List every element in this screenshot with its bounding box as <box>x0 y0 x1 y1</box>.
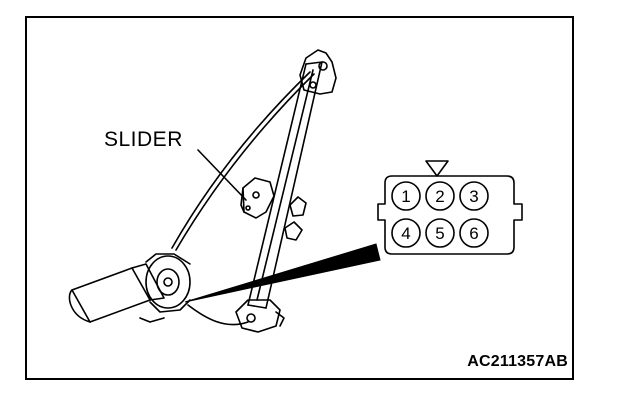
pin-6: 6 <box>469 224 478 243</box>
pin-3: 3 <box>469 187 478 206</box>
regulator-rail <box>247 61 323 309</box>
figure-code: AC211357AB <box>467 353 568 370</box>
regulator-motor <box>68 253 191 323</box>
slider-part <box>240 177 275 219</box>
cable-upper <box>171 71 311 249</box>
slider-leader-line <box>197 149 247 201</box>
pin-4: 4 <box>401 224 410 243</box>
cable-lower <box>187 304 249 326</box>
connector-outline <box>377 160 523 255</box>
bottom-bracket <box>235 299 285 333</box>
rail-clips <box>284 196 307 241</box>
pin-2: 2 <box>435 187 444 206</box>
top-bracket <box>299 49 337 95</box>
connector-pointer-wedge <box>184 243 381 303</box>
figure-frame <box>25 16 574 380</box>
pin-5: 5 <box>435 224 444 243</box>
slider-label: SLIDER <box>104 128 183 151</box>
pin-1: 1 <box>401 187 410 206</box>
connector-pin-numbers: 1 2 3 4 5 6 <box>401 187 478 243</box>
